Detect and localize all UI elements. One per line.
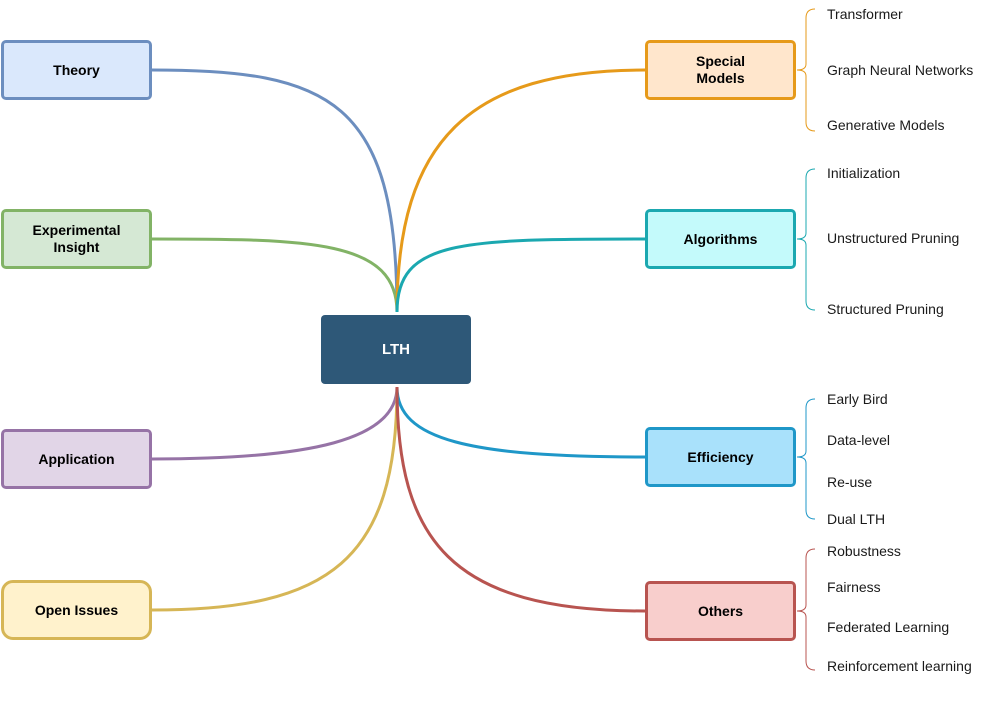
bracket-algorithms <box>796 168 816 311</box>
leaf-initialization: Initialization <box>827 165 901 181</box>
leaf-data-level: Data-level <box>827 432 891 448</box>
node-special-models: Special Models <box>645 40 796 100</box>
node-label: Efficiency <box>687 448 754 465</box>
node-label: Others <box>697 602 744 619</box>
bracket-efficiency <box>796 398 816 520</box>
node-theory: Theory <box>1 40 152 100</box>
leaf-reinforcement-learning: Reinforcement learning <box>827 658 972 674</box>
node-application: Application <box>1 429 152 489</box>
node-label: Application <box>38 450 115 467</box>
node-label: Special Models <box>695 53 746 86</box>
connector-left-3 <box>151 386 399 612</box>
connector-right-1 <box>395 237 646 313</box>
leaf-unstructured-pruning: Unstructured Pruning <box>827 230 960 246</box>
leaf-dual-lth: Dual LTH <box>827 511 886 527</box>
leaf-structured-pruning: Structured Pruning <box>827 301 944 317</box>
node-label: Theory <box>53 61 100 78</box>
leaf-generative-models: Generative Models <box>827 117 945 133</box>
center-node-label: LTH <box>381 341 411 358</box>
leaf-re-use: Re-use <box>827 474 873 490</box>
node-label: Experimental Insight <box>32 222 121 255</box>
node-label: Open Issues <box>34 601 119 618</box>
bracket-others <box>796 548 816 671</box>
node-label: Algorithms <box>683 230 758 247</box>
leaf-robustness: Robustness <box>827 543 901 559</box>
node-experimental-insight: Experimental Insight <box>1 209 152 269</box>
center-node: LTH <box>321 315 471 384</box>
node-efficiency: Efficiency <box>645 427 796 487</box>
bracket-special-models <box>796 8 816 132</box>
leaf-fairness: Fairness <box>827 579 881 595</box>
connector-left-1 <box>151 237 399 313</box>
node-algorithms: Algorithms <box>645 209 796 269</box>
node-open-issues: Open Issues <box>1 580 152 640</box>
connector-right-3 <box>395 386 646 613</box>
leaf-graph-neural-networks: Graph Neural Networks <box>827 62 974 78</box>
node-others: Others <box>645 581 796 641</box>
leaf-federated-learning: Federated Learning <box>827 619 950 635</box>
leaf-early-bird: Early Bird <box>827 391 888 407</box>
connector-left-0 <box>151 68 399 313</box>
connector-right-2 <box>395 386 646 459</box>
connector-right-0 <box>395 68 646 313</box>
leaf-transformer: Transformer <box>827 6 903 22</box>
connector-left-2 <box>151 386 399 461</box>
